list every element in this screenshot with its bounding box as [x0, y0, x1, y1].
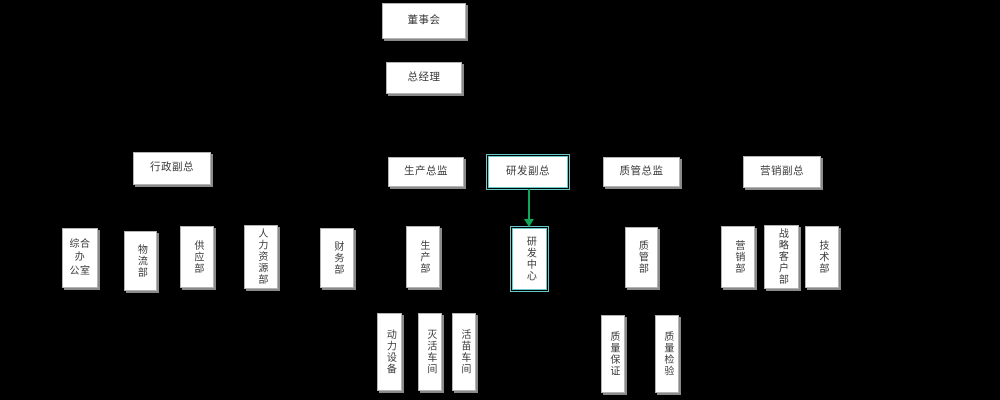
node-live-vaccine-workshop[interactable]: 活苗车间 [452, 313, 476, 391]
node-label: 物流部 [135, 243, 147, 279]
node-production-dept[interactable]: 生产部 [406, 226, 440, 288]
node-supply-dept[interactable]: 供应部 [180, 226, 214, 288]
node-quality-inspection[interactable]: 质量检验 [655, 315, 679, 393]
node-label: 战略客户部 [776, 228, 788, 286]
node-label: 研发中心 [524, 236, 536, 282]
node-label: 总经理 [407, 71, 441, 83]
node-label: 质管总监 [619, 165, 664, 177]
node-production-director[interactable]: 生产总监 [388, 157, 464, 187]
node-quality-director[interactable]: 质管总监 [603, 157, 680, 187]
node-logistics-dept[interactable]: 物流部 [124, 231, 157, 291]
node-label: 研发副总 [506, 165, 550, 177]
node-label: 质管部 [636, 240, 648, 275]
node-label: 活苗车间 [458, 329, 470, 375]
node-strategic-customer-dept[interactable]: 战略客户部 [764, 225, 799, 289]
node-general-manager[interactable]: 总经理 [386, 62, 462, 94]
node-label: 营销部 [732, 239, 744, 275]
node-rd-vp[interactable]: 研发副总 [486, 154, 570, 190]
node-marketing-vp[interactable]: 营销副总 [743, 156, 821, 188]
node-label: 营销副总 [760, 165, 804, 177]
node-board-of-directors[interactable]: 董事会 [382, 3, 466, 39]
node-label: 质量检验 [661, 331, 673, 377]
node-label: 生产总监 [404, 165, 448, 177]
node-label: 董事会 [407, 14, 441, 26]
node-label: 财务部 [331, 240, 343, 276]
node-label: 人力资源部 [255, 228, 267, 286]
node-rd-center[interactable]: 研发中心 [510, 226, 549, 292]
node-quality-dept[interactable]: 质管部 [625, 227, 658, 288]
node-label: 综合办 公室 [69, 238, 91, 277]
node-finance-dept[interactable]: 财务部 [320, 228, 354, 288]
node-label: 技术部 [816, 239, 828, 275]
node-marketing-dept[interactable]: 营销部 [721, 226, 755, 288]
connector-arrowhead-icon [524, 219, 534, 227]
node-label: 行政副总 [150, 162, 194, 174]
node-label: 质量保证 [607, 331, 619, 377]
node-general-office[interactable]: 综合办 公室 [62, 228, 98, 288]
node-admin-vp[interactable]: 行政副总 [133, 152, 211, 185]
node-label: 供应部 [191, 239, 203, 275]
node-hr-dept[interactable]: 人力资源部 [244, 225, 278, 289]
node-label: 灭活车间 [424, 329, 436, 375]
node-inactivated-workshop[interactable]: 灭活车间 [418, 313, 442, 391]
node-power-equipment[interactable]: 动力设备 [377, 313, 402, 391]
node-label: 生产部 [417, 239, 429, 275]
connector-rd-vp-to-rd-center [528, 189, 530, 220]
node-technical-dept[interactable]: 技术部 [805, 226, 839, 288]
node-quality-assurance[interactable]: 质量保证 [601, 315, 625, 393]
node-label: 动力设备 [384, 329, 396, 375]
